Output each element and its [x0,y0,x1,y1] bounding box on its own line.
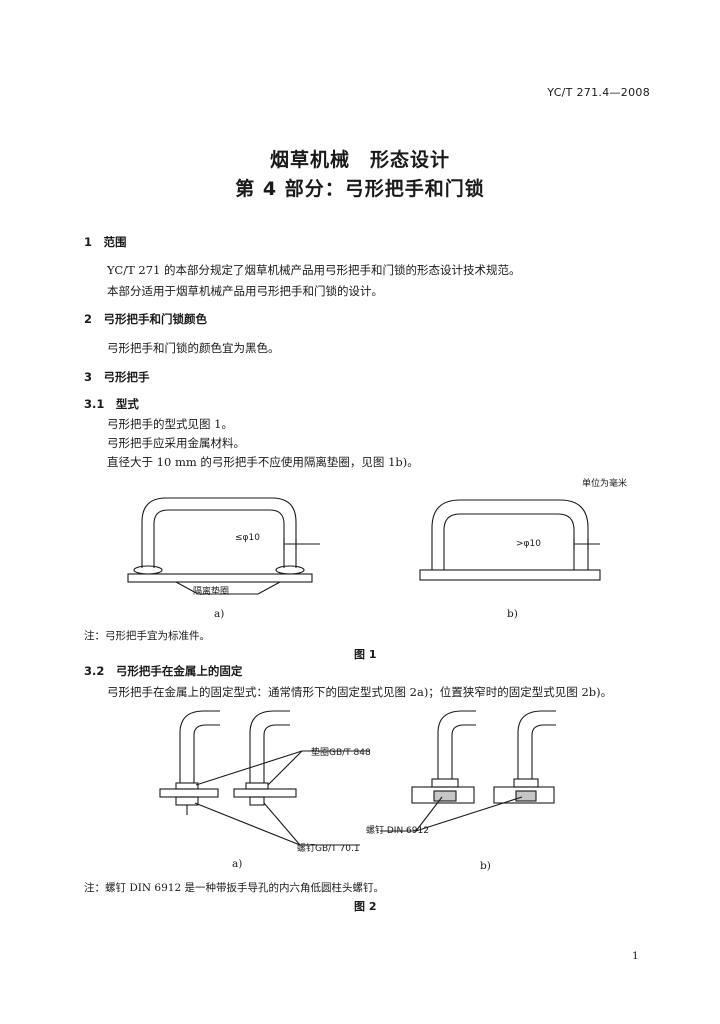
section-1-para-1: YC/T 271 的本部分规定了烟草机械产品用弓形把手和门锁的形态设计技术规范。 [107,263,521,277]
standard-number: YC/T 271.4—2008 [547,86,650,99]
section-3-heading: 3 弓形把手 [84,370,150,384]
fig2-washer-label: 垫圈GB/T 848 [311,748,371,758]
handle-b [419,499,601,581]
fig2-caption: 图 2 [354,900,377,913]
fig2-screw-label-a: 螺钉GB/T 70.1 [297,844,360,854]
fig2-sub-a: a) [232,858,243,870]
fig1-washer-label: 隔离垫圈 [193,587,230,597]
section-3-2-para-1: 弓形把手在金属上的固定型式：通常情形下的固定型式见图 2a)；位置狭窄时的固定型… [107,685,613,699]
figure-2-drawing [159,710,556,846]
document-subtitle: 第 4 部分：弓形把手和门锁 [235,178,485,200]
section-3-1-para-3: 直径大于 10 mm 的弓形把手不应使用隔离垫圈，见图 1b)。 [107,455,419,469]
fig1-dimension-a: ≤φ10 [235,533,260,543]
fig1-note: 注：弓形把手宜为标准件。 [84,630,210,642]
fig2-note: 注：螺钉 DIN 6912 是一种带扳手导孔的内六角低圆柱头螺钉。 [84,882,384,894]
fixing-b2 [493,710,556,804]
section-1-heading: 1 范围 [84,235,127,249]
fig1-caption: 图 1 [354,648,377,661]
fig2-screw-label-b: 螺钉 DIN 6912 [366,826,429,836]
fixing-a1 [159,710,220,815]
document-title: 烟草机械 形态设计 [269,149,450,171]
section-3-2-heading: 3.2 弓形把手在金属上的固定 [84,664,243,678]
fig1-dimension-b: >φ10 [516,539,541,549]
section-2-para-1: 弓形把手和门锁的颜色宜为黑色。 [107,341,280,355]
section-3-1-para-1: 弓形把手的型式见图 1。 [107,417,233,431]
figure-1-drawing [127,497,601,595]
section-3-1-para-2: 弓形把手应采用金属材料。 [107,436,245,450]
fig2-sub-b: b) [480,860,491,872]
handle-a [127,497,320,595]
fixing-b1 [411,710,476,804]
fixing-a2 [233,710,297,806]
fig1-sub-a: a) [214,608,225,620]
page-number: 1 [632,950,639,962]
section-1-para-2: 本部分适用于烟草机械产品用弓形把手和门锁的设计。 [107,284,383,298]
fig1-sub-b: b) [507,608,518,620]
unit-label: 单位为毫米 [582,479,628,489]
section-3-1-heading: 3.1 型式 [84,397,139,411]
section-2-heading: 2 弓形把手和门锁颜色 [84,312,208,326]
